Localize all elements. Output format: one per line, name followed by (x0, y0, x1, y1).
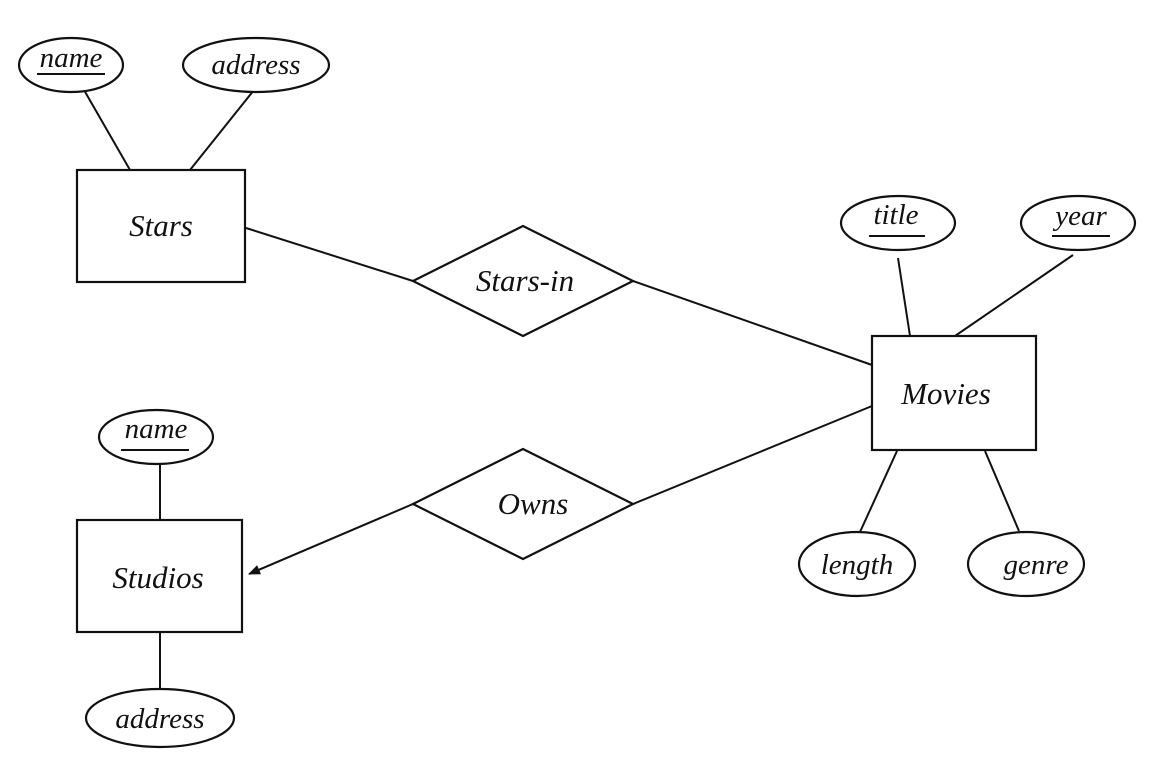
edge-movies-year (954, 254, 1074, 337)
attribute-label: name (40, 42, 103, 74)
relationship-diamond (410, 224, 636, 338)
attribute-movies-length: length (797, 530, 917, 598)
entity-label: Stars (129, 208, 193, 243)
relationship-stars-in: Stars-in (410, 224, 636, 338)
attribute-stars-name: name (17, 36, 125, 94)
attribute-studios-address: address (84, 687, 236, 749)
edges (83, 89, 1074, 692)
attribute-ellipse (797, 530, 917, 598)
attribute-label: title (873, 199, 918, 231)
attribute-label: year (1052, 200, 1107, 232)
attribute-label: address (115, 703, 204, 735)
attribute-label: name (125, 413, 188, 445)
edge-movies-title (897, 257, 911, 337)
entity-box (870, 334, 1038, 452)
relationship-label: Stars-in (476, 263, 574, 298)
edge-stars-address (189, 89, 255, 171)
attribute-stars-address: address (181, 36, 331, 94)
attribute-movies-year: year (1019, 194, 1137, 252)
edge-starsin-movies (632, 280, 873, 366)
edge-movies-genre (984, 450, 1020, 532)
edge-movies-length (859, 450, 898, 533)
attribute-studios-name: name (97, 408, 215, 466)
attribute-movies-title: title (839, 194, 957, 252)
relationship-diamond (410, 447, 636, 561)
entity-stars: Stars (75, 168, 247, 284)
relationship-label: Owns (498, 486, 569, 521)
entity-box (75, 518, 244, 634)
attribute-ellipse (181, 36, 331, 94)
relationship-owns: Owns (410, 447, 636, 561)
attribute-ellipse (84, 687, 236, 749)
entity-label: Studios (112, 560, 203, 595)
edge-owns-movies (632, 405, 873, 505)
attribute-label: length (821, 549, 894, 581)
entity-movies: Movies (870, 334, 1038, 452)
attribute-ellipse (966, 530, 1086, 598)
entity-box (75, 168, 247, 284)
edge-owns-studios-arrow (248, 503, 414, 575)
edge-stars-name (83, 89, 131, 171)
entity-label: Movies (900, 376, 991, 411)
attribute-ellipse (17, 36, 125, 94)
attribute-label: address (211, 49, 300, 81)
attribute-label: genre (1004, 549, 1069, 581)
edge-stars-starsin (245, 227, 414, 282)
attribute-movies-genre: genre (966, 530, 1086, 598)
entity-studios: Studios (75, 518, 244, 634)
